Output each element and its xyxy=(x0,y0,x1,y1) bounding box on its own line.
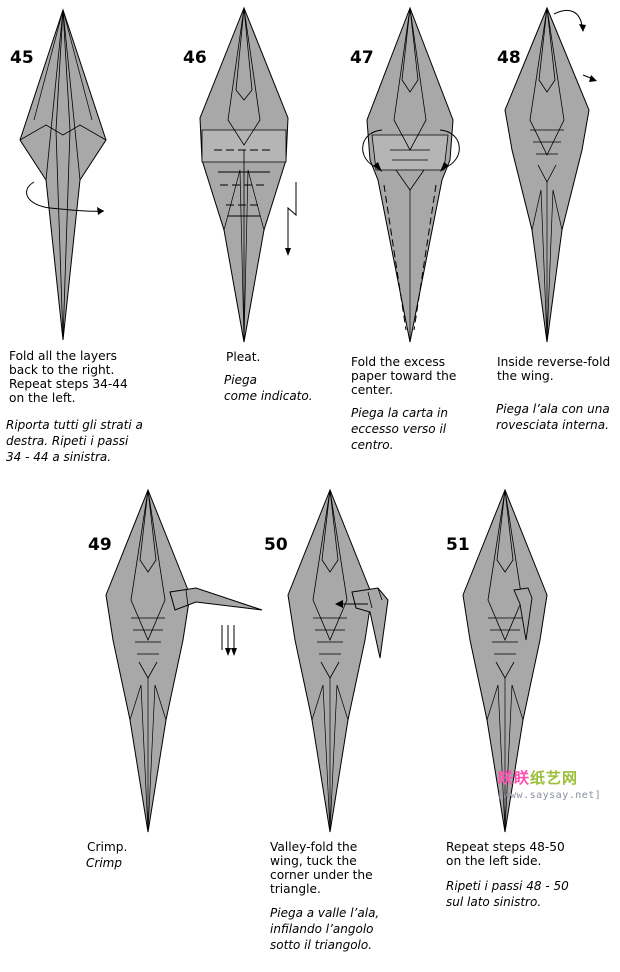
step-51-instruction-italian: Ripeti i passi 48 - 50 sul lato sinistro… xyxy=(446,878,569,910)
step-51-instruction: Repeat steps 48-50 on the left side. xyxy=(446,840,565,868)
watermark-logo: 眹眹纸艺网 xyxy=(498,767,578,788)
watermark-url: [www.saysay.net] xyxy=(497,790,601,801)
